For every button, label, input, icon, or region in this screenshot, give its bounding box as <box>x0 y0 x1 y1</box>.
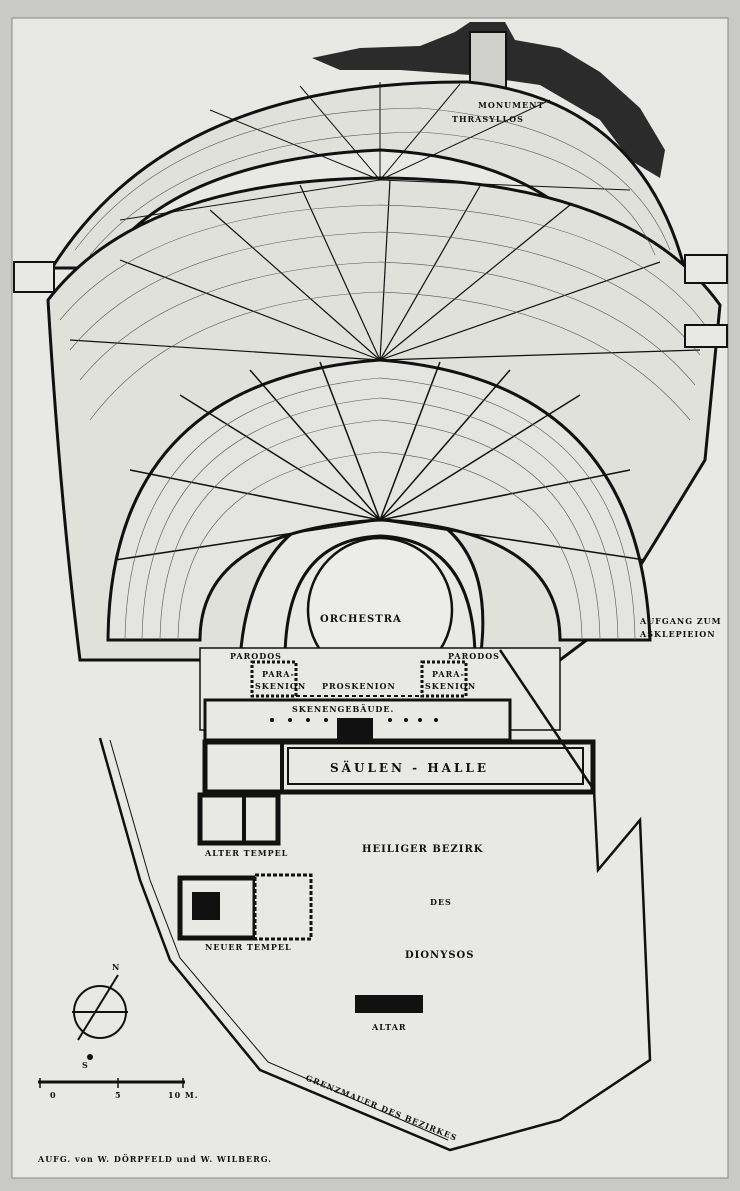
label-neuer-tempel: NEUER TEMPEL <box>205 942 292 952</box>
label-parodos-right: PARODOS <box>448 651 500 661</box>
label-monument-1: MONUMENT <box>478 100 544 110</box>
altar <box>355 995 423 1013</box>
passage-right <box>684 254 728 284</box>
label-skenengebaeude: SKENENGEBÄUDE. <box>292 704 394 714</box>
label-paraskenion-left-1: PARA- <box>262 669 295 679</box>
label-scale-mid: 5 <box>115 1090 122 1100</box>
label-heiliger-bezirk: HEILIGER BEZIRK <box>362 844 483 855</box>
skene-column-bases <box>270 718 438 722</box>
label-altar: ALTAR <box>371 1022 407 1032</box>
stoa-outer <box>202 739 596 795</box>
label-compass-s: S <box>82 1060 89 1070</box>
label-scale-start: 0 <box>50 1090 57 1100</box>
new-temple-statue-base <box>192 892 220 920</box>
seat-row-arcs <box>59 107 706 641</box>
passage-right-2 <box>684 324 728 348</box>
old-temple <box>197 792 281 846</box>
label-parodos-left: PARODOS <box>230 651 282 661</box>
seat-radial-lines-upper <box>69 179 701 361</box>
label-paraskenion-left-2: SKENION <box>255 681 306 691</box>
skene-center-block <box>337 718 373 740</box>
label-orchestra: ORCHESTRA <box>320 614 402 625</box>
label-proskenion: PROSKENION <box>322 681 396 691</box>
paraskenion-right <box>420 660 468 698</box>
paraskenion-left <box>250 660 298 698</box>
sanctuary-boundary <box>98 649 652 1152</box>
new-temple-portico <box>253 873 313 941</box>
label-saeulenhalle: SÄULEN - HALLE <box>330 760 489 775</box>
label-paraskenion-right-1: PARA- <box>432 669 465 679</box>
upper-cavea-outer <box>49 80 687 280</box>
label-scale-end: 10 M. <box>168 1090 199 1100</box>
label-compass-n: N <box>112 962 120 972</box>
passage-left <box>13 261 55 293</box>
sanctuary-boundary-inner <box>109 739 449 1141</box>
label-dionysos: DIONYSOS <box>405 950 475 961</box>
rock-outcrop <box>312 22 665 178</box>
label-aufgang-1: AUFGANG ZUM <box>639 616 722 626</box>
label-monument-2: THRASYLLOS <box>452 114 524 124</box>
seat-radial-lines <box>114 361 646 561</box>
label-credit: AUFG. von W. DÖRPFELD und W. WILBERG. <box>37 1154 272 1164</box>
label-des: DES <box>430 897 452 907</box>
label-paraskenion-right-2: SKENION <box>425 681 476 691</box>
label-aufgang-2: ASKLEPIEION <box>639 629 716 639</box>
stoa-inner <box>287 747 584 785</box>
compass-rose <box>72 974 128 1060</box>
scale-bar <box>38 1078 185 1088</box>
label-alter-tempel: ALTER TEMPEL <box>204 848 288 858</box>
